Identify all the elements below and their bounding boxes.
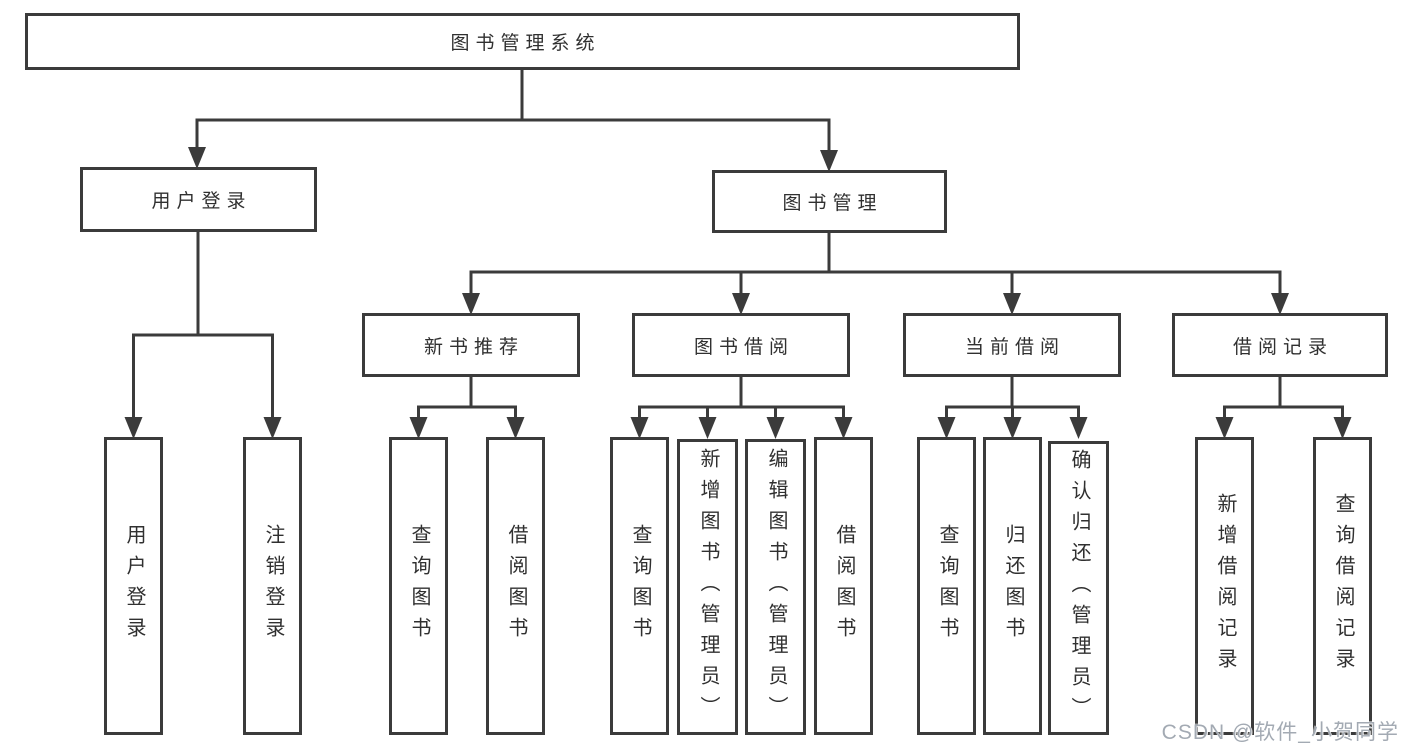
arrow-down-icon [820, 150, 838, 172]
arrow-down-icon [506, 417, 525, 439]
node-label: 新增借阅记录 [1214, 493, 1236, 679]
node-label: 图书管理 [782, 193, 883, 214]
node-label: 借阅记录 [1232, 336, 1333, 358]
node-logout-leaf: 注销登录 [243, 437, 302, 735]
node-edit-book-admin: 编辑图书（管理员） [745, 439, 806, 735]
arrow-down-icon [1069, 417, 1088, 439]
node-label: 编辑图书（管理员） [765, 447, 787, 727]
node-book-borrowing: 图书借阅 [632, 313, 850, 377]
node-label: 借阅图书 [505, 524, 527, 648]
arrow-down-icon [630, 417, 649, 439]
arrow-down-icon [124, 417, 143, 439]
node-label: 新增图书（管理员） [697, 447, 719, 727]
arrow-down-icon [1215, 417, 1234, 439]
arrow-down-icon [263, 417, 282, 439]
node-label: 查询借阅记录 [1332, 493, 1354, 679]
node-borrowing-records: 借阅记录 [1172, 313, 1388, 377]
node-label: 用户登录 [151, 191, 252, 212]
node-label: 注销登录 [262, 524, 284, 648]
node-label: 查询图书 [936, 524, 958, 648]
node-user-login: 用户登录 [80, 167, 317, 232]
arrow-down-icon [462, 293, 480, 315]
node-label: 新书推荐 [423, 336, 524, 358]
node-borrow-books-borrowing: 借阅图书 [814, 437, 873, 735]
node-query-books-current: 查询图书 [917, 437, 976, 735]
node-label: 用户登录 [123, 524, 145, 648]
node-add-book-admin: 新增图书（管理员） [677, 439, 738, 735]
node-query-borrow-record: 查询借阅记录 [1313, 437, 1372, 735]
node-book-management: 图书管理 [712, 170, 947, 233]
node-add-borrow-record: 新增借阅记录 [1195, 437, 1254, 735]
node-new-book-recommendation: 新书推荐 [362, 313, 580, 377]
node-label: 当前借阅 [964, 336, 1065, 358]
node-borrow-books-recommend: 借阅图书 [486, 437, 545, 735]
arrow-down-icon [1003, 293, 1021, 315]
node-library-management-system: 图书管理系统 [25, 13, 1020, 70]
arrow-down-icon [409, 417, 428, 439]
node-label: 查询图书 [629, 524, 651, 648]
arrow-down-icon [1333, 417, 1352, 439]
arrow-down-icon [766, 417, 785, 439]
node-confirm-return-admin: 确认归还（管理员） [1048, 441, 1109, 735]
node-label: 图书管理系统 [450, 33, 601, 54]
node-query-books-recommend: 查询图书 [389, 437, 448, 735]
node-query-books-borrowing: 查询图书 [610, 437, 669, 735]
arrow-down-icon [834, 417, 853, 439]
arrow-down-icon [188, 147, 206, 169]
node-label: 归还图书 [1002, 524, 1024, 648]
node-label: 确认归还（管理员） [1068, 448, 1090, 728]
arrow-down-icon [698, 417, 717, 439]
arrow-down-icon [937, 417, 956, 439]
node-label: 查询图书 [408, 524, 430, 648]
node-return-books: 归还图书 [983, 437, 1042, 735]
node-label: 图书借阅 [693, 336, 794, 358]
node-current-borrowing: 当前借阅 [903, 313, 1121, 377]
arrow-down-icon [1271, 293, 1289, 315]
node-label: 借阅图书 [833, 524, 855, 648]
node-user-login-leaf: 用户登录 [104, 437, 163, 735]
arrow-down-icon [732, 293, 750, 315]
arrow-down-icon [1003, 417, 1022, 439]
